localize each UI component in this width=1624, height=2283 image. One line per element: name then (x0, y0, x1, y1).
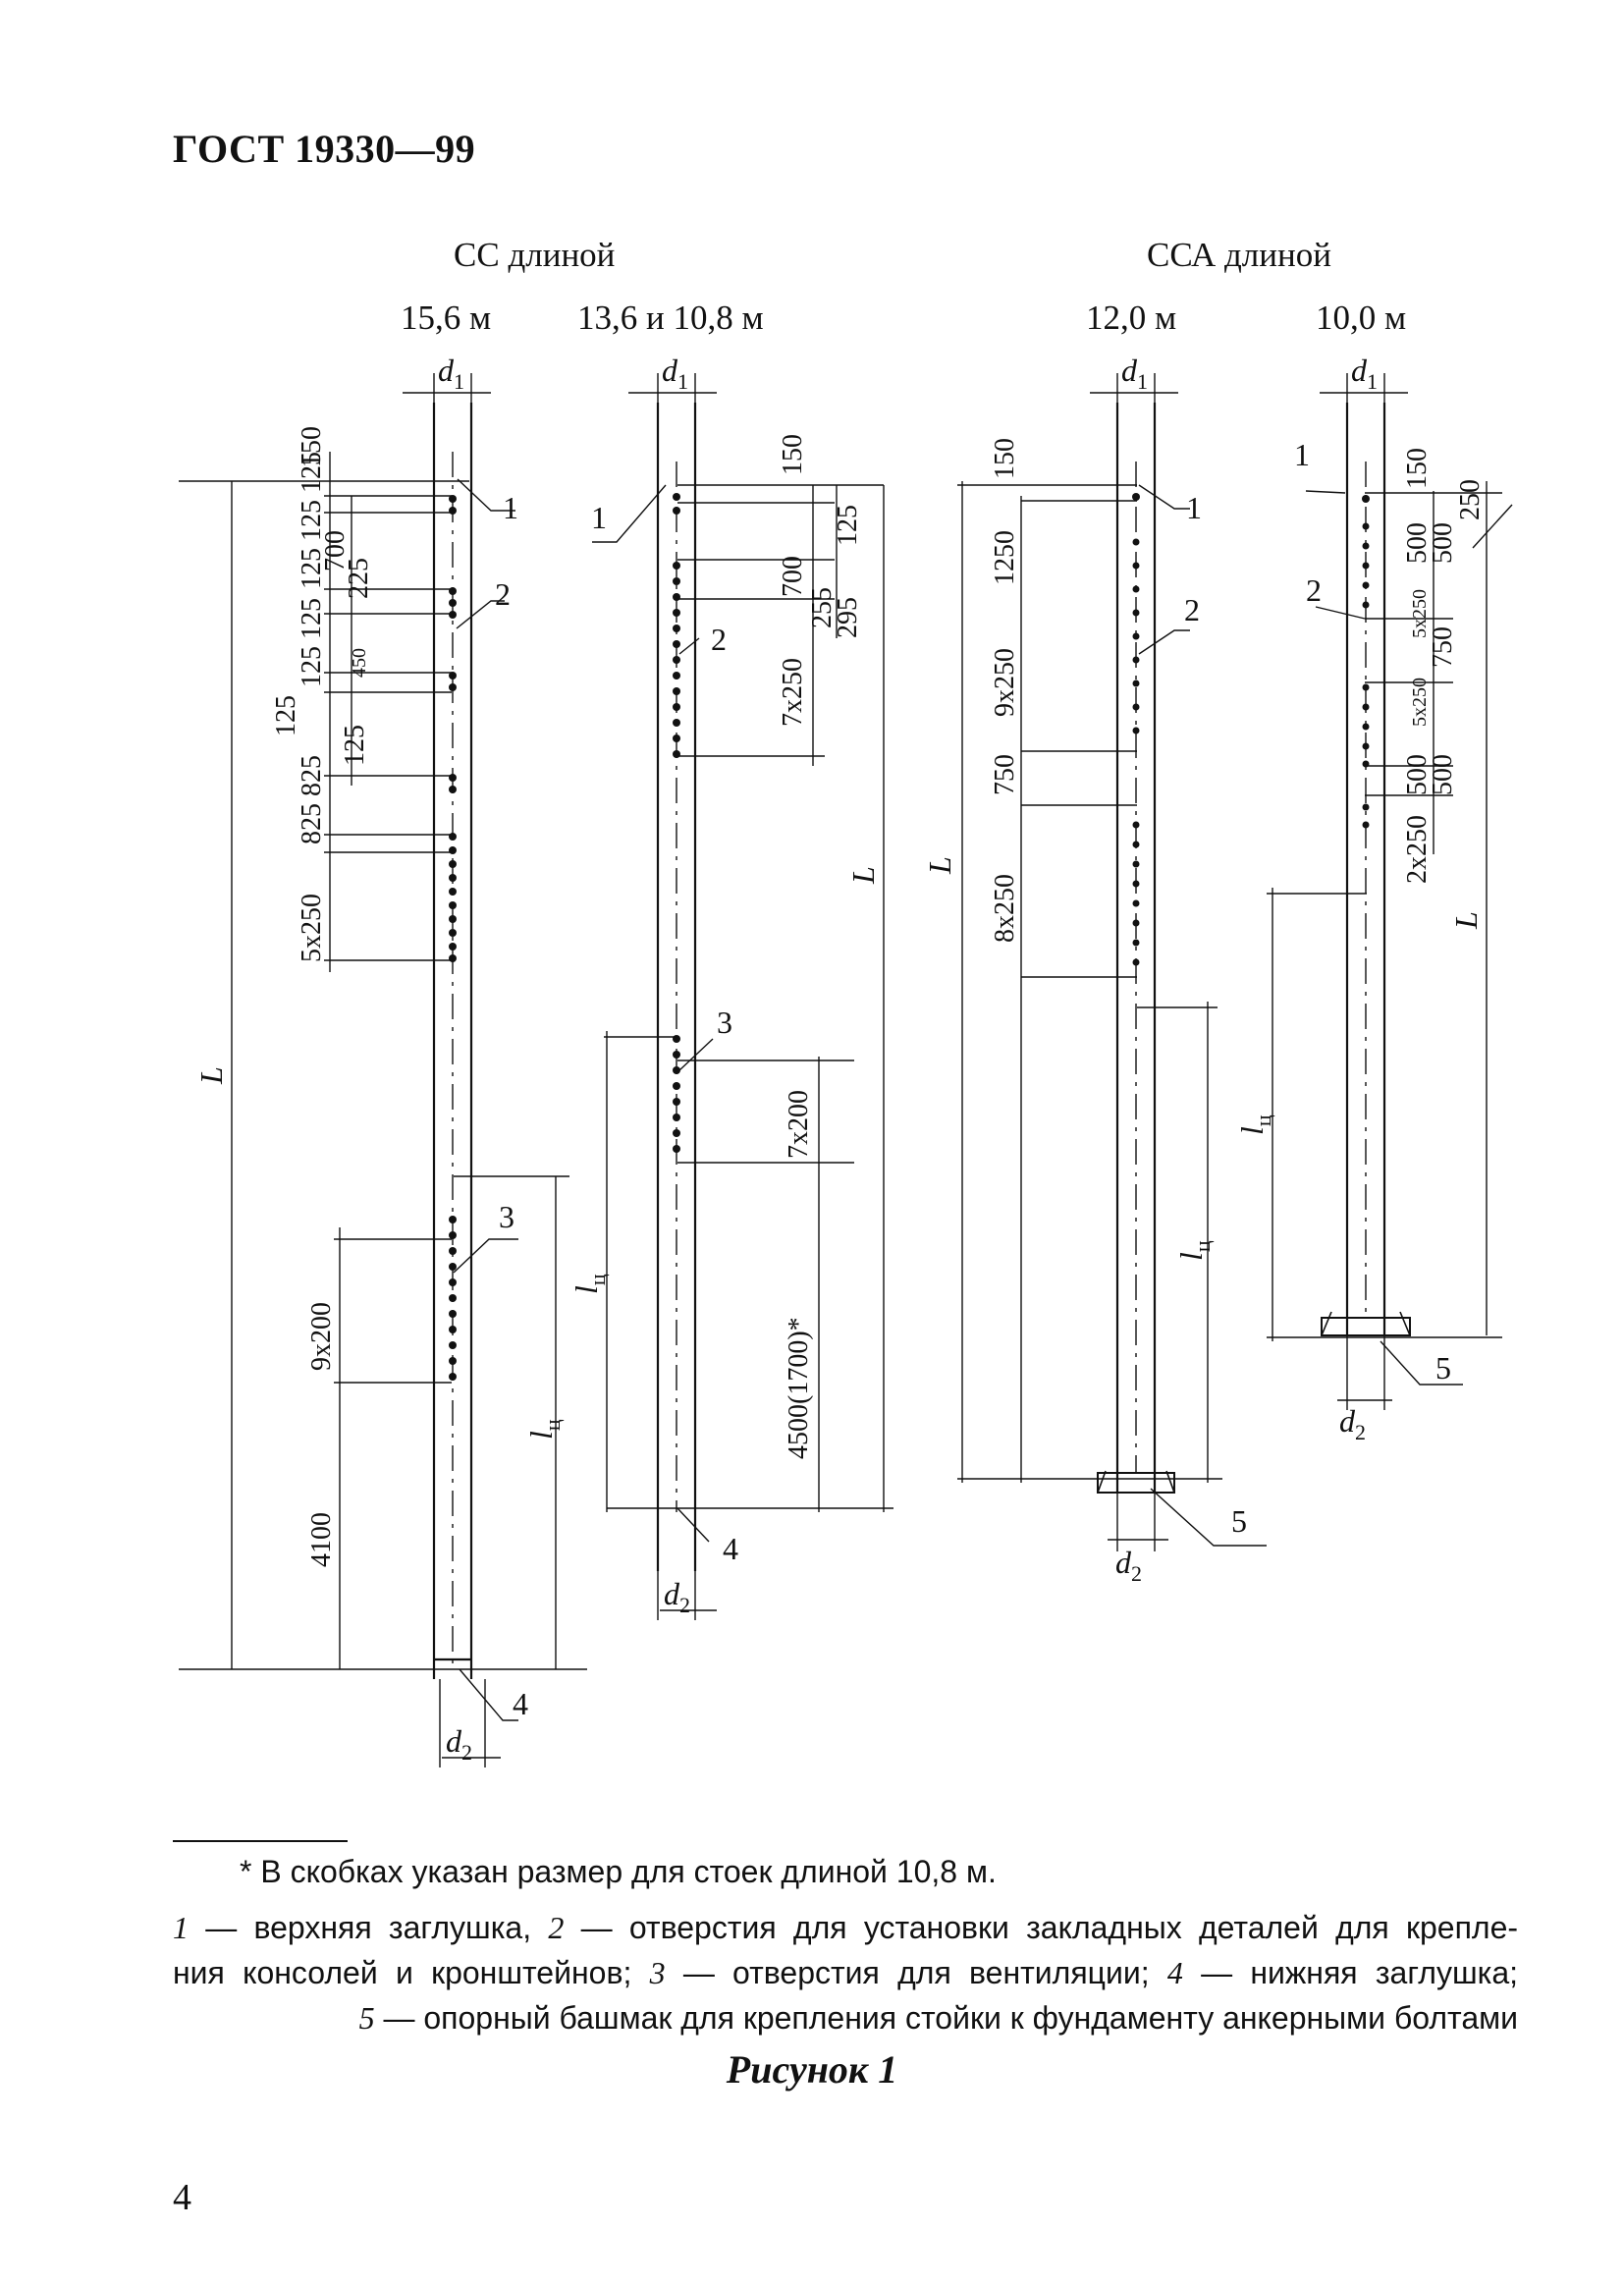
pole1-dim-825x2: 825 825 (297, 755, 327, 844)
pole4-dim-5x250-b: 5x250 (1409, 678, 1431, 727)
length-label-13-6-10-8: 13,6 и 10,8 м (577, 299, 764, 337)
pole2-dim-255: 255 (807, 587, 838, 628)
pole1-dim-125-b: 125 (340, 725, 370, 766)
pole-12-0-drawing (957, 373, 1267, 1551)
pole4-length-symbol: L (1448, 911, 1484, 930)
pole1-dim-225: 225 (344, 558, 374, 599)
legend-item-2a: — отверстия для установки закладных дета… (580, 1910, 1519, 1945)
pole4-dim-500-d: 500 (1428, 754, 1458, 795)
pole2-callout-3: 3 (717, 1005, 732, 1040)
pole2-callout-2: 2 (711, 622, 727, 657)
pole1-dim-125-a: 125 (271, 695, 301, 736)
document-code: ГОСТ 19330—99 (173, 127, 476, 171)
pole2-dim-700: 700 (778, 556, 808, 597)
pole1-dim-4100: 4100 (306, 1512, 337, 1567)
pole2-length-symbol: L (845, 866, 881, 885)
pole3-dim-150: 150 (990, 438, 1020, 479)
pole1-length-symbol: L (193, 1066, 229, 1085)
pole1-callout-3: 3 (499, 1199, 514, 1234)
length-label-15-6: 15,6 м (401, 299, 492, 337)
pole1-dim-450: 450 (349, 648, 370, 678)
footnote: * В скобках указан размер для стоек длин… (240, 1854, 997, 1889)
pole1-d2-label: d2 (446, 1723, 472, 1765)
legend-line-1: 1 — верхняя заглушка, 2 — отверстия для … (173, 1905, 1518, 1950)
legend-line-2: ния консолей и кронштейнов; 3 — отверсти… (173, 1950, 1518, 1995)
legend-num-3: 3 (649, 1955, 666, 1990)
pole1-dim-5x250: 5x250 (297, 894, 327, 962)
pole3-callout-2: 2 (1184, 592, 1200, 627)
pole3-d2-label: d2 (1115, 1545, 1142, 1586)
pole-15-6-drawing (179, 373, 587, 1767)
pole2-dim-150: 150 (778, 434, 808, 475)
pole1-dim-9x200: 9x200 (306, 1302, 337, 1371)
pole4-dim-750: 750 (1428, 626, 1458, 668)
group-title-cca: ССА длиной (1147, 236, 1331, 274)
pole3-dim-1250: 1250 (990, 530, 1020, 585)
pole3-callout-1: 1 (1186, 490, 1202, 525)
pole2-d2-label: d2 (664, 1576, 690, 1617)
legend-num-2: 2 (548, 1910, 565, 1945)
page-number: 4 (173, 2177, 191, 2218)
legend-item-5: — опорный башмак для крепления стойки к … (383, 2000, 1518, 2036)
pole4-dim-150: 150 (1402, 448, 1433, 489)
pole2-dim-4500-1700: 4500(1700)* (784, 1317, 814, 1459)
pole2-callout-4: 4 (723, 1531, 738, 1566)
pole1-callout-1: 1 (503, 490, 518, 525)
pole-drawings-figure: d1 d1 d1 d1 d2 d2 d2 d2 L L L L lц lц lц… (179, 353, 1513, 1767)
pole2-d1-label: d1 (662, 353, 688, 394)
pole4-callout-5: 5 (1435, 1350, 1451, 1386)
pole2-dim-295: 295 (833, 597, 863, 638)
pole1-vent-length: lц (523, 1419, 565, 1440)
pole1-dim-150: 150 (297, 426, 327, 467)
figure-legend: 1 — верхняя заглушка, 2 — отверстия для … (173, 1905, 1518, 2040)
pole3-length-symbol: L (922, 856, 957, 875)
pole1-dim-125x3: 125 125 125 (297, 452, 327, 589)
legend-item-1: — верхняя заглушка, (205, 1910, 549, 1945)
pole4-d2-label: d2 (1339, 1403, 1366, 1444)
figure-caption: Рисунок 1 (726, 2047, 898, 2092)
legend-item-3: — отверстия для вентиляции; (682, 1955, 1167, 1990)
pole4-callout-1: 1 (1294, 437, 1310, 472)
pole2-dim-7x250: 7x250 (778, 658, 808, 727)
group-title-cc: СС длиной (454, 236, 616, 274)
pole4-vent-length: lц (1234, 1114, 1275, 1135)
legend-num-5: 5 (358, 2000, 375, 2036)
pole3-dim-8x250: 8x250 (990, 874, 1020, 943)
length-label-12-0: 12,0 м (1086, 299, 1177, 337)
pole1-callout-2: 2 (495, 576, 511, 612)
pole1-dim-700: 700 (320, 530, 351, 571)
legend-num-4: 4 (1166, 1955, 1183, 1990)
pole2-dim-125: 125 (833, 505, 863, 546)
pole-10-0-drawing (1267, 373, 1513, 1410)
legend-item-2b: ния консолей и кронштейнов; (173, 1955, 650, 1990)
length-label-10-0: 10,0 м (1316, 299, 1407, 337)
legend-line-3: 5 — опорный башмак для крепления стойки … (173, 1995, 1518, 2040)
pole2-callout-1: 1 (591, 500, 607, 535)
pole1-dim-125x2: 125 125 (297, 598, 327, 687)
legend-num-1: 1 (173, 1910, 189, 1945)
pole4-dim-2x250: 2x250 (1402, 815, 1433, 884)
pole4-dim-500-b: 500 (1428, 522, 1458, 564)
pole4-d1-label: d1 (1351, 353, 1378, 394)
pole3-d1-label: d1 (1121, 353, 1148, 394)
pole4-dim-5x250-a: 5x250 (1409, 589, 1431, 638)
pole2-vent-length: lц (568, 1274, 610, 1294)
pole3-callout-5: 5 (1231, 1503, 1247, 1539)
pole-13-6-drawing (592, 373, 893, 1620)
legend-item-4: — нижняя заглушка; (1201, 1955, 1519, 1990)
pole4-dim-500-c: 500 (1402, 754, 1433, 795)
pole1-callout-4: 4 (513, 1686, 528, 1721)
pole3-vent-length: lц (1173, 1240, 1215, 1261)
pole4-dim-250: 250 (1455, 479, 1486, 520)
footnote-rule (173, 1840, 348, 1842)
pole3-dim-750: 750 (990, 754, 1020, 795)
pole2-dim-7x200: 7x200 (784, 1090, 814, 1159)
pole4-dim-500-a: 500 (1402, 522, 1433, 564)
pole3-dim-9x250: 9x250 (990, 648, 1020, 717)
pole4-callout-2: 2 (1306, 572, 1322, 608)
pole1-d1-label: d1 (438, 353, 464, 394)
